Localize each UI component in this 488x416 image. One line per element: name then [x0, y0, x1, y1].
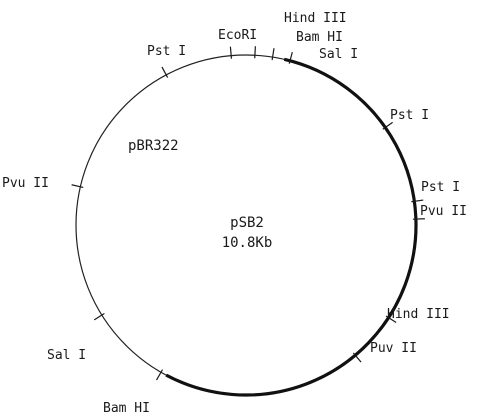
site-label-pst-i: Pst I: [421, 180, 460, 195]
site-tick-sal-i: [93, 312, 105, 321]
plasmid-name: pSB2: [230, 215, 264, 231]
vector-segment-label: pBR322: [128, 138, 179, 154]
site-tick-pst-i: [161, 66, 169, 78]
site-label-pvu-ii: Pvu II: [420, 204, 467, 219]
site-label-puv-ii: Puv II: [370, 341, 417, 356]
site-tick-hind-iii: [254, 46, 256, 59]
site-label-pst-i: Pst I: [390, 108, 429, 123]
site-tick-bam-hi: [271, 48, 275, 61]
site-label-sal-i: Sal I: [319, 47, 358, 62]
restriction-sites: Pst I EcoRI Hind III Bam HI Sal I Pst I Pst I P…: [2, 11, 467, 416]
site-label-bam-hi: Bam HI: [296, 30, 343, 45]
site-tick-bam-hi: [155, 369, 164, 381]
site-tick-pst-i: [411, 199, 424, 203]
site-tick-pvu-ii: [71, 184, 84, 189]
site-label-pvu-ii: Pvu II: [2, 176, 49, 191]
site-label-ecori: EcoRI: [218, 28, 257, 43]
site-tick-hind-iii: [385, 315, 397, 323]
site-label-sal-i: Sal I: [47, 348, 86, 363]
site-label-pst-i: Pst I: [147, 44, 186, 59]
site-tick-puv-ii: [352, 352, 362, 363]
site-label-bam-hi: Bam HI: [103, 401, 150, 416]
plasmid-size: 10.8Kb: [222, 235, 273, 251]
site-tick-ecori: [229, 46, 233, 59]
plasmid-insert-arc: [165, 57, 418, 397]
site-tick-pst-i: [382, 121, 393, 130]
site-label-hind-iii: Hind III: [387, 307, 450, 322]
site-tick-sal-i: [288, 51, 293, 64]
site-label-hind-iii: Hind III: [284, 11, 347, 26]
